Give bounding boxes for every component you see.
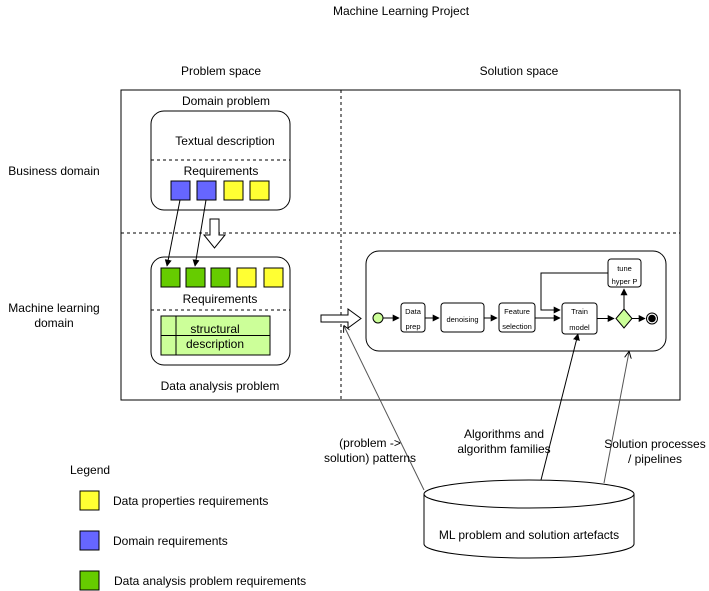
processes-label-line2: / pipelines bbox=[628, 452, 682, 466]
processes-label-line1: Solution processes bbox=[604, 437, 705, 451]
structural-label: structural bbox=[190, 322, 239, 336]
step-feature-line1: Feature bbox=[504, 307, 530, 316]
da-req-yellow-2 bbox=[263, 267, 284, 288]
flow-tune-train bbox=[540, 272, 608, 314]
legend-swatch-green bbox=[79, 570, 100, 591]
da-req-yellow-1 bbox=[236, 267, 257, 288]
main-grid-frame bbox=[120, 89, 681, 401]
legend-label-data-properties: Data properties requirements bbox=[113, 494, 268, 508]
domain-problem-label: Domain problem bbox=[182, 94, 270, 108]
da-req-green-3 bbox=[210, 267, 231, 288]
patterns-label-line1: (problem -> bbox=[339, 436, 401, 450]
artefacts-label: ML problem and solution artefacts bbox=[439, 528, 619, 542]
step-train-line1: Train bbox=[571, 307, 588, 316]
da-req-green-2 bbox=[185, 267, 206, 288]
step-denoising-label: denoising bbox=[446, 315, 478, 324]
data-analysis-problem-label: Data analysis problem bbox=[161, 379, 280, 393]
patterns-label-line2: solution) patterns bbox=[324, 451, 416, 465]
step-feature-line2: selection bbox=[502, 322, 532, 331]
domain-req-blue-1 bbox=[170, 180, 191, 201]
row-label-business: Business domain bbox=[8, 164, 99, 178]
row-label-ml-line1: Machine learning bbox=[8, 301, 99, 315]
domain-req-yellow-1 bbox=[223, 180, 244, 201]
legend-title: Legend bbox=[70, 463, 110, 477]
column-header-problem: Problem space bbox=[181, 64, 261, 78]
step-tune-line2: hyper P bbox=[612, 277, 638, 286]
algorithms-label-line2: algorithm families bbox=[457, 442, 550, 456]
algorithms-arrow bbox=[540, 333, 580, 481]
step-train-line2: model bbox=[569, 323, 590, 332]
description-label: description bbox=[186, 337, 244, 351]
row-label-ml-line2: domain bbox=[34, 316, 73, 330]
domain-req-yellow-2 bbox=[249, 180, 270, 201]
refine-down-arrow bbox=[202, 218, 227, 249]
page-title: Machine Learning Project bbox=[333, 4, 470, 18]
legend-swatch-yellow bbox=[79, 490, 100, 511]
step-data-prep-line2: prep bbox=[405, 322, 420, 331]
algorithms-label-line1: Algorithms and bbox=[464, 427, 544, 441]
column-header-solution: Solution space bbox=[480, 64, 559, 78]
artefacts-cylinder-body bbox=[423, 494, 635, 559]
processes-arrow bbox=[603, 352, 629, 484]
map-arrow-1 bbox=[164, 199, 181, 267]
map-arrow-2 bbox=[192, 199, 207, 267]
legend-swatch-blue bbox=[79, 530, 100, 551]
pipeline-start-event bbox=[372, 312, 384, 324]
domain-req-blue-2 bbox=[196, 180, 217, 201]
step-data-prep-line1: Data bbox=[405, 307, 422, 316]
da-req-green-1 bbox=[160, 267, 181, 288]
legend-label-domain: Domain requirements bbox=[113, 534, 228, 548]
da-requirements-label: Requirements bbox=[183, 292, 258, 306]
step-tune-line1: tune bbox=[617, 264, 632, 273]
pipeline-end-event-core bbox=[648, 314, 656, 323]
pipeline-gateway bbox=[615, 308, 633, 329]
legend-label-data-analysis: Data analysis problem requirements bbox=[114, 574, 306, 588]
domain-textual-description: Textual description bbox=[175, 134, 274, 148]
problem-to-solution-arrow bbox=[320, 308, 362, 329]
domain-requirements-label: Requirements bbox=[184, 164, 259, 178]
artefacts-cylinder-top bbox=[423, 479, 635, 509]
patterns-arrow bbox=[344, 326, 425, 491]
